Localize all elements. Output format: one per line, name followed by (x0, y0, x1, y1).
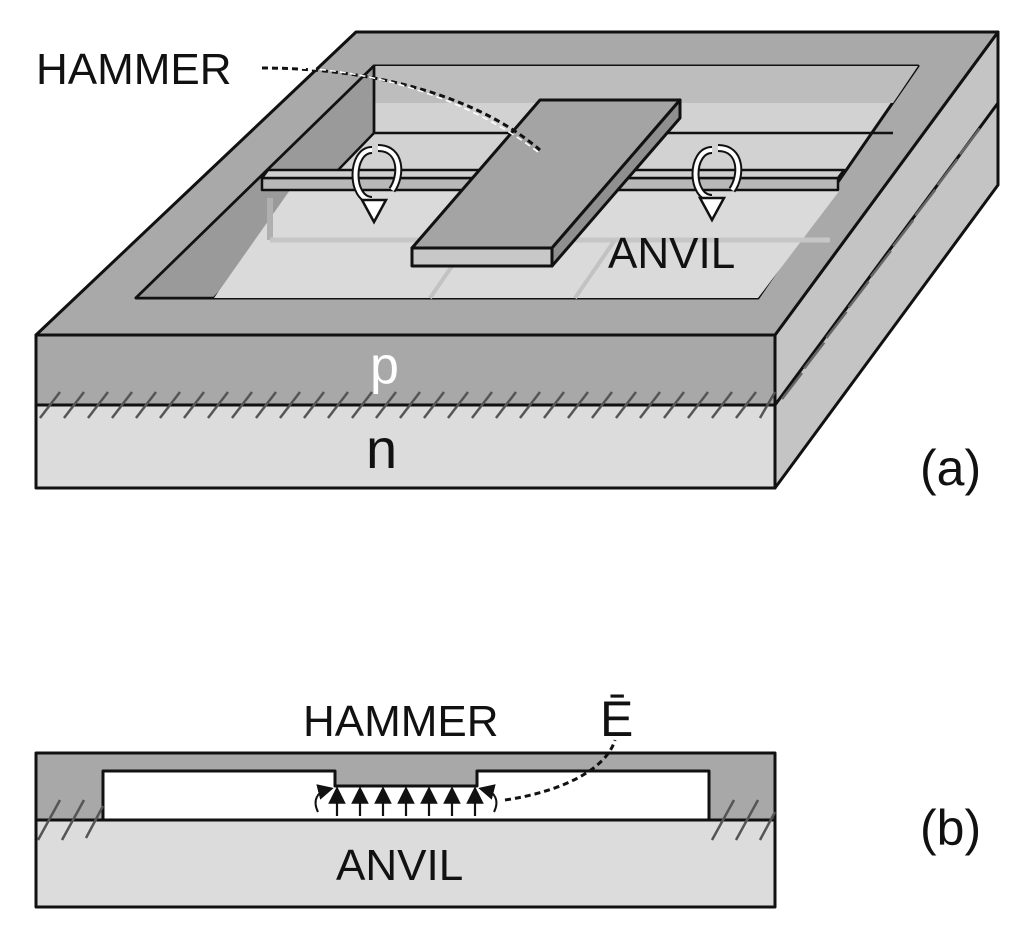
cross-section-anvil-layer (34, 818, 777, 909)
hammer-plate-side (550, 98, 682, 268)
junction-hatch-front (39, 391, 777, 419)
hammer-plate-front (410, 246, 554, 268)
p-layer-label: p (370, 337, 399, 395)
hammer-label-a: HAMMER (36, 45, 232, 94)
hammer-label-b: HAMMER (303, 697, 499, 746)
cavity-back-wall (374, 66, 918, 103)
field-arrows (328, 786, 484, 816)
cross-section-hatch (36, 799, 777, 841)
n-layer-label: n (366, 417, 397, 480)
panel-a-label: (a) (920, 440, 981, 496)
panel-b-cross-section (34, 739, 777, 909)
field-label: Ē (600, 691, 633, 747)
panel-a-device (34, 30, 1000, 490)
n-layer (34, 403, 777, 490)
junction-hatch-side (781, 127, 981, 400)
hammer-leader-line (261, 66, 541, 152)
rotation-arrow-right-icon (691, 144, 743, 223)
anvil-label-a: ANVIL (608, 229, 735, 278)
p-layer (34, 333, 777, 407)
field-leader-line (504, 739, 617, 802)
anvil-label-b: ANVIL (336, 841, 463, 890)
rotation-arrow-left-icon (351, 144, 403, 225)
panel-b-label: (b) (920, 800, 981, 856)
